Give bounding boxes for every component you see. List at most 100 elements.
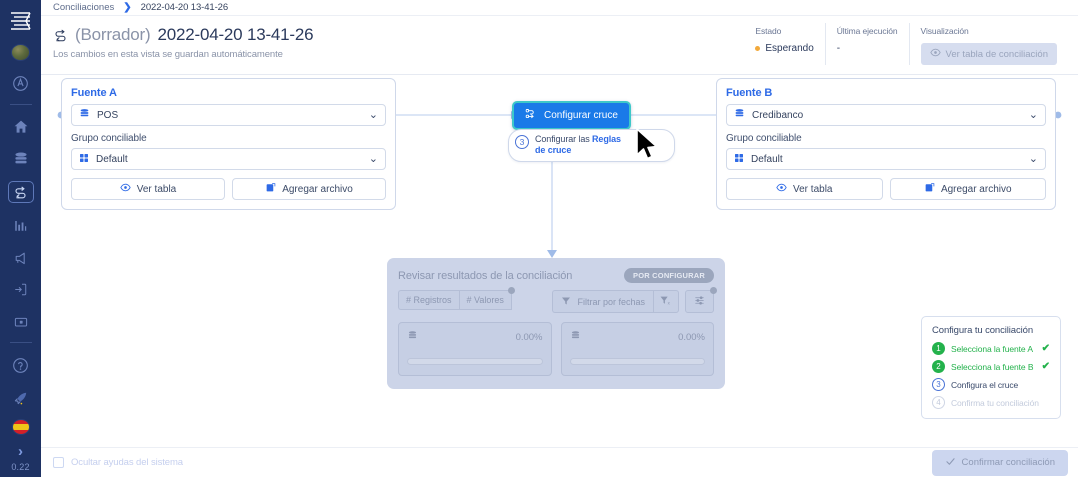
results-filter-group: Filtrar por fechas x <box>552 287 717 313</box>
source-a-group-value: Default <box>96 153 128 165</box>
segment-valores[interactable]: # Valores <box>458 290 512 310</box>
checkbox-box[interactable] <box>53 457 64 468</box>
source-b-actions: Ver tabla Agregar archivo <box>726 178 1046 200</box>
settings-indicator-dot <box>710 287 717 294</box>
card-icon[interactable] <box>10 312 32 331</box>
source-a-value: POS <box>97 109 119 121</box>
source-b-add-file-button[interactable]: Agregar archivo <box>889 178 1046 200</box>
chevron-down-icon: ⌄ <box>1028 108 1038 121</box>
source-b-value: Credibanco <box>752 109 804 121</box>
tooltip-text-link[interactable]: Reglas de cruce <box>535 134 621 156</box>
tooltip-configure-rules[interactable]: 3 Configurar las Reglas de cruce ⌃ <box>508 129 675 162</box>
results-toolbar: # Registros # Valores Filtrar por fechas <box>398 287 717 313</box>
header-left: (Borrador) 2022-04-20 13-41-26 Los cambi… <box>53 23 744 60</box>
segment-registros[interactable]: # Registros <box>398 290 459 310</box>
source-b-group-label: Grupo conciliable <box>726 133 802 144</box>
results-progress-bar <box>569 358 705 365</box>
autosave-note: Los cambios en esta vista se guardan aut… <box>53 49 283 60</box>
account-circle-icon[interactable] <box>10 74 32 93</box>
logo-icon[interactable] <box>5 8 37 34</box>
help-circle-icon[interactable] <box>10 356 32 375</box>
svg-text:x: x <box>668 300 671 305</box>
sidebar-divider <box>9 103 32 105</box>
source-a-group-label: Grupo conciliable <box>71 133 147 144</box>
source-b-group-value: Default <box>751 153 783 165</box>
source-b-card: Fuente B Credibanco ⌄ Grupo conciliable … <box>716 78 1056 210</box>
eye-icon <box>120 182 131 196</box>
sidebar-divider-bottom <box>9 342 32 344</box>
source-b-view-table-button[interactable]: Ver tabla <box>726 178 883 200</box>
meta-estado: Estado Esperando <box>744 23 826 65</box>
source-a-view-table-button[interactable]: Ver tabla <box>71 178 225 200</box>
configure-cross-button[interactable]: Configurar cruce <box>512 101 631 130</box>
header-title-row: (Borrador) 2022-04-20 13-41-26 <box>53 25 744 45</box>
results-metric-segmented[interactable]: # Registros # Valores <box>398 287 515 310</box>
results-card: 0.00% <box>560 322 714 376</box>
main-area: Conciliaciones ❯ 2022-04-20 13-41-26 (Bo… <box>41 0 1078 477</box>
breadcrumb-root[interactable]: Conciliaciones <box>53 2 115 13</box>
flow-canvas[interactable]: Fuente A POS ⌄ Grupo conciliable Default… <box>41 75 1078 447</box>
eye-icon <box>929 47 941 61</box>
results-settings-button[interactable] <box>685 290 714 313</box>
breadcrumb-current: 2022-04-20 13-41-26 <box>140 2 229 13</box>
source-b-group-select[interactable]: Default ⌄ <box>726 148 1046 170</box>
eye-icon <box>776 182 787 196</box>
help-panel-title: Configura tu conciliación <box>932 325 1034 336</box>
status-dot-icon <box>755 46 761 51</box>
megaphone-icon[interactable] <box>10 248 32 267</box>
results-title: Revisar resultados de la conciliación <box>398 269 573 282</box>
swap-arrows-icon <box>53 28 68 43</box>
database-icon[interactable] <box>10 149 32 168</box>
bar-chart-icon[interactable] <box>10 216 32 235</box>
import-icon[interactable] <box>10 280 32 299</box>
help-step-1[interactable]: 1 Selecciona la fuente A ✔ <box>932 342 1050 355</box>
sidebar-item-conciliaciones[interactable] <box>7 181 34 204</box>
help-step-3[interactable]: 3 Configura el cruce <box>932 378 1050 391</box>
chevron-right-icon[interactable]: › <box>18 442 23 460</box>
source-a-card: Fuente A POS ⌄ Grupo conciliable Default… <box>61 78 396 210</box>
help-step-label: Selecciona la fuente B <box>951 361 1034 372</box>
results-card: 0.00% <box>398 322 552 376</box>
database-icon <box>407 330 418 344</box>
results-card-percent: 0.00% <box>515 331 543 343</box>
app-version: 0.22 <box>11 461 30 472</box>
source-a-add-file-button[interactable]: Agregar archivo <box>232 178 386 200</box>
chevron-up-icon[interactable]: ⌃ <box>639 140 648 151</box>
help-step-2[interactable]: 2 Selecciona la fuente B ✔ <box>932 360 1050 373</box>
help-step-label: Confirma tu conciliación <box>951 397 1039 408</box>
rocket-icon[interactable] <box>10 388 32 407</box>
source-a-actions: Ver tabla Agregar archivo <box>71 178 386 200</box>
funnel-clear-icon: x <box>660 295 672 308</box>
database-icon <box>734 108 745 122</box>
avatar[interactable] <box>11 43 30 61</box>
meta-ultima-value: - <box>836 43 841 54</box>
filter-button-group: Filtrar por fechas x <box>552 290 679 313</box>
view-reconciliation-table-label: Ver tabla de conciliación <box>945 48 1048 60</box>
filter-by-dates-button[interactable]: Filtrar por fechas <box>552 290 653 313</box>
help-step-number: 3 <box>932 378 945 391</box>
configure-cross-label: Configurar cruce <box>544 110 618 121</box>
chevron-down-icon: ⌄ <box>1028 152 1038 165</box>
meta-estado-label: Estado <box>755 26 782 36</box>
source-a-select[interactable]: POS ⌄ <box>71 104 386 126</box>
meta-visualizacion: Visualización Ver tabla de conciliación <box>910 23 1068 65</box>
meta-ultima-label: Última ejecución <box>836 26 898 36</box>
confirm-reconciliation-button[interactable]: Confirmar conciliación <box>931 449 1068 476</box>
filter-clear-button[interactable]: x <box>653 290 679 313</box>
home-icon[interactable] <box>10 117 32 136</box>
confirm-reconciliation-label: Confirmar conciliación <box>961 457 1055 468</box>
chevron-down-icon: ⌄ <box>368 108 378 121</box>
sliders-icon <box>694 295 705 308</box>
view-reconciliation-table-button[interactable]: Ver tabla de conciliación <box>920 43 1057 65</box>
source-a-group-select[interactable]: Default ⌄ <box>71 148 386 170</box>
database-icon <box>570 330 581 344</box>
footer-bar: Ocultar ayudas del sistema Confirmar con… <box>41 447 1078 477</box>
hide-system-help-checkbox[interactable]: Ocultar ayudas del sistema <box>53 457 183 468</box>
help-step-number: 2 <box>932 360 945 373</box>
source-b-select[interactable]: Credibanco ⌄ <box>726 104 1046 126</box>
sidebar: › 0.22 <box>0 0 41 477</box>
spain-flag-icon[interactable] <box>11 419 30 435</box>
source-a-title: Fuente A <box>71 87 117 99</box>
segment-indicator-dot <box>507 287 515 294</box>
results-panel: Revisar resultados de la conciliación PO… <box>387 258 725 389</box>
